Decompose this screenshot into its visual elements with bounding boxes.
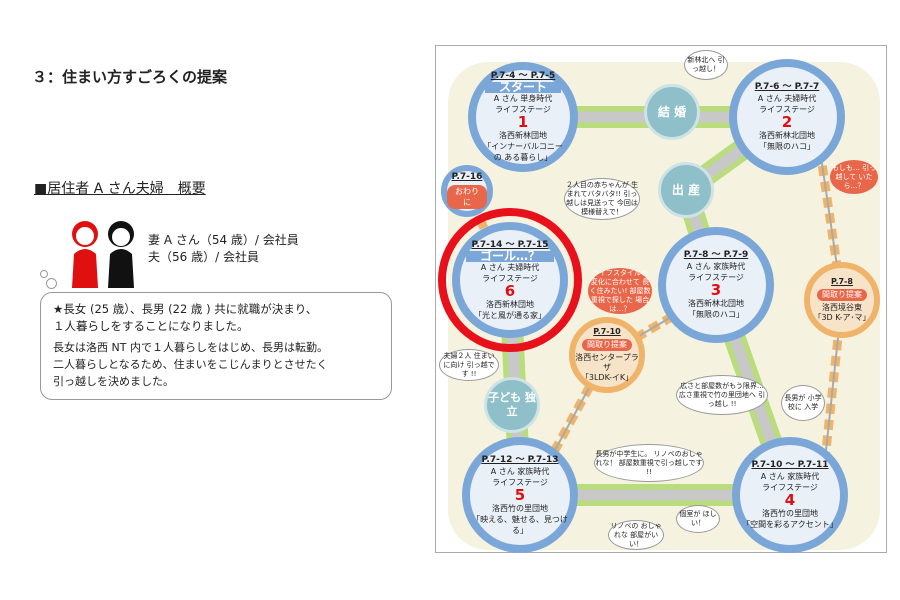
- stage-place: 洛西竹の里団地: [762, 509, 818, 518]
- story-line: １人暮らしをすることになりました。: [53, 319, 249, 333]
- proposal-2-circle[interactable]: P.7-10 間取り提案 洛西センタープラザ 「3LDK-イK」: [569, 317, 645, 393]
- event-birth: 出 産: [658, 162, 714, 218]
- husband-info: 夫（56 歳）/ 会社員: [148, 250, 259, 264]
- stage-place: 洛西新林北団地: [759, 131, 815, 140]
- stage-number: 6: [504, 281, 516, 300]
- story-line: ★長女 (25 歳）、長男 (22 歳 ) 共に就職が決まり、: [53, 302, 318, 316]
- stage-pages: P.7-4 ～ P.7-5: [490, 71, 556, 81]
- stage-place: 洛西新林団地: [499, 131, 547, 140]
- stage-who: A さん 夫婦時代: [480, 262, 540, 272]
- stage-theme: 「インナーバルコニーの ある暮らし」: [483, 142, 563, 162]
- resident-info: 妻 A さん（54 歳）/ 会社員 夫（56 歳）/ 会社員: [148, 232, 299, 266]
- stage-3-circle[interactable]: P.7-8 ～ P.7-9 A さん 家族時代 ライフステージ 3 洛西新林北団…: [658, 227, 774, 343]
- thought-dot: [46, 278, 57, 289]
- stage-theme: 「無限のハコ」: [688, 310, 744, 319]
- stage-place: 洛西新林北団地: [688, 299, 744, 308]
- speech-lifestyle: ライフスタイルの 変化に合わせて 長く住みたい! 部屋数重視で探した 場合は…？: [588, 268, 652, 314]
- stage-pages: P.7-14 ～ P.7-15: [471, 239, 549, 250]
- end-circle[interactable]: P.7-16 おわりに ・・・: [441, 165, 493, 217]
- stage-label: ライフステージ: [482, 273, 538, 283]
- wife-figure-icon: [72, 221, 98, 288]
- speech-renove: リノベの おしゃれな 部屋がいい！: [608, 520, 664, 550]
- end-pages: P.7-16: [451, 171, 483, 182]
- stage-label: ライフステージ: [492, 477, 548, 487]
- speech-move-north: 新林北へ 引っ越し！: [684, 50, 728, 80]
- proposal-place: 洛西境谷東: [822, 303, 862, 312]
- speech-private: 個室が ほしい！: [676, 505, 720, 533]
- story-line: 二人暮らしとなるため、住まいをこじんまりとさせたく: [53, 358, 328, 371]
- stage-number: 5: [514, 485, 526, 504]
- speech-junior: 長男が中学生に。 リノベのおしゃれな！ 部屋数重視で引っ越しです !!: [594, 444, 704, 482]
- stage-6-circle[interactable]: P.7-14 ～ P.7-15 ゴール…？ A さん 夫婦時代 ライフステージ …: [452, 222, 568, 338]
- stage-5-circle[interactable]: P.7-12 ～ P.7-13 A さん 家族時代 ライフステージ 5 洛西竹の…: [462, 437, 578, 553]
- speech-couple: 夫婦２人 住まいに向け 引っ越です !!: [439, 349, 499, 381]
- event-independence: 子ども 独立: [484, 377, 540, 433]
- proposal-1-circle[interactable]: P.7-8 間取り提案 洛西境谷東 「3D K-ア･マ」: [804, 262, 880, 338]
- speech-moshimo: もしも… 引っ越して いたら…？: [830, 160, 878, 194]
- stage-pages: P.7-10 ～ P.7-11: [751, 460, 829, 470]
- speech-school: 長男が 小学校に 入学: [781, 385, 825, 421]
- stage-banner: スタート: [484, 81, 561, 93]
- story-line: 引っ越しを決めました。: [53, 375, 174, 388]
- stage-who: A さん 単身時代: [493, 94, 553, 103]
- stage-label: ライフステージ: [759, 105, 815, 114]
- proposal-pages: P.7-8: [831, 277, 853, 286]
- proposal-place: 洛西センタープラザ: [575, 353, 639, 372]
- goal-highlight-ring: [438, 208, 582, 352]
- wife-info: 妻 A さん（54 歳）/ 会社員: [148, 233, 299, 247]
- stage-number: 4: [784, 491, 796, 509]
- stage-who: A さん 家族時代: [760, 472, 820, 481]
- sugoroku-map-frame: [435, 45, 887, 553]
- stage-label: ライフステージ: [762, 483, 818, 492]
- proposal-tag: 間取り提案: [817, 289, 867, 301]
- stage-theme: 「光と風が通る家」: [474, 310, 546, 320]
- speech-limit: 広さと部屋数がもう限界… 広さ重視で竹の里団地へ 引っ越し !!: [676, 375, 768, 415]
- stage-pages: P.7-6 ～ P.7-7: [754, 82, 820, 92]
- stage-label: ライフステージ: [688, 273, 744, 282]
- stage-number: 1: [517, 113, 529, 131]
- page-title: ３：住まい方すごろくの提案: [32, 68, 228, 86]
- proposal-plan: 「3D K-ア･マ」: [813, 313, 871, 322]
- proposal-tag: 間取り提案: [582, 339, 632, 351]
- stage-theme: 「映える、魅せる、見つける」: [472, 514, 568, 535]
- stage-who: A さん 家族時代: [686, 262, 746, 271]
- speech-baby: ２人目の赤ちゃんが 生まれてバタバタ!! 引っ越しは見送って 今回は模様替えで！: [564, 178, 640, 220]
- stage-theme: 「無限のハコ」: [759, 142, 815, 151]
- proposal-pages: P.7-10: [593, 327, 621, 336]
- stage-number: 3: [710, 281, 722, 299]
- stage-4-circle[interactable]: P.7-10 ～ P.7-11 A さん 家族時代 ライフステージ 4 洛西竹の…: [732, 437, 848, 553]
- stage-pages: P.7-12 ～ P.7-13: [481, 454, 559, 465]
- end-label: おわりに: [447, 184, 487, 209]
- stage-theme: 「空間を彩るアクセント」: [742, 520, 838, 529]
- stage-place: 洛西竹の里団地: [492, 503, 548, 513]
- stage-place: 洛西新林団地: [486, 299, 534, 309]
- event-marriage: 結 婚: [644, 84, 700, 140]
- stage-banner: ゴール…？: [465, 250, 554, 262]
- stage-1-circle[interactable]: P.7-4 ～ P.7-5 スタート A さん 単身時代 ライフステージ 1 洛…: [468, 62, 578, 172]
- stage-who: A さん 夫婦時代: [757, 94, 817, 103]
- stage-who: A さん 家族時代: [490, 466, 550, 476]
- stage-pages: P.7-8 ～ P.7-9: [683, 250, 749, 260]
- family-story-bubble: ★長女 (25 歳）、長男 (22 歳 ) 共に就職が決まり、 １人暮らしをする…: [40, 292, 392, 400]
- stage-label: ライフステージ: [495, 105, 551, 114]
- stage-number: 2: [781, 113, 793, 131]
- story-line: 長女は洛西 NT 内で１人暮らしをはじめ、長男は転勤。: [53, 341, 328, 354]
- thought-dot: [40, 270, 48, 278]
- stage-2-circle[interactable]: P.7-6 ～ P.7-7 A さん 夫婦時代 ライフステージ 2 洛西新林北団…: [729, 59, 845, 175]
- husband-figure-icon: [108, 221, 134, 288]
- resident-heading: ■居住者 A さん夫婦 概要: [34, 181, 206, 197]
- proposal-plan: 「3LDK-イK」: [580, 373, 634, 382]
